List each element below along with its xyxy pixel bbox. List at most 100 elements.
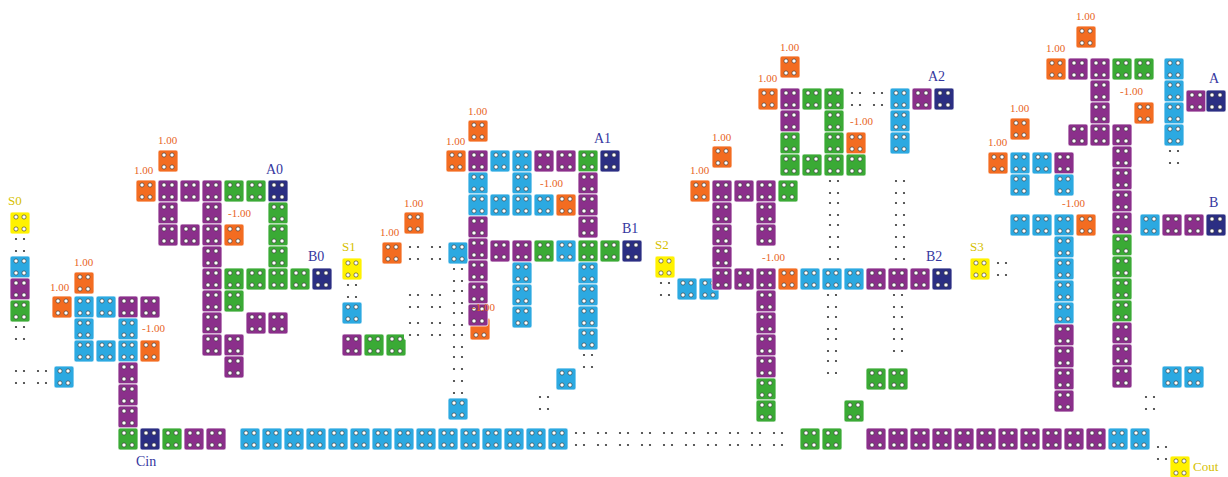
cell-dot [1120, 443, 1124, 447]
cell-dot [214, 327, 218, 331]
cell-dot [1146, 117, 1150, 121]
qca-cell [52, 296, 72, 318]
cell-dot [878, 383, 882, 387]
cell-value: -1.00 [1120, 86, 1143, 97]
cell-dot [590, 197, 594, 201]
cell-dot [768, 271, 772, 275]
qca-cell [1112, 344, 1132, 366]
qca-cell [800, 428, 820, 450]
cell-body [118, 340, 138, 362]
cell-dot [878, 431, 882, 435]
cell-dot [1076, 443, 1080, 447]
signal-name: A2 [928, 70, 945, 84]
qca-cell [262, 428, 282, 450]
cell-dot [472, 153, 476, 157]
cell-dot [130, 443, 134, 447]
cell-dot [1198, 93, 1202, 97]
cell-dot [280, 315, 284, 319]
signal-name: S2 [655, 238, 669, 251]
cell-dot [568, 371, 572, 375]
cell-body [1162, 214, 1182, 236]
cell-dot [1146, 105, 1150, 109]
cell-dot [582, 255, 586, 259]
cell-dot [122, 431, 126, 435]
cell-dot [870, 283, 874, 287]
cell-dot [1058, 295, 1062, 299]
cell-dot [1116, 193, 1120, 197]
cell-dot [280, 249, 284, 253]
cell-dot [218, 431, 222, 435]
qca-cell [1184, 214, 1204, 236]
cell-dot [1124, 303, 1128, 307]
cell-dot [376, 431, 380, 435]
cell-body [1164, 80, 1184, 102]
cell-body [118, 296, 138, 318]
cell-body [910, 268, 930, 290]
qca-cell [822, 428, 842, 450]
cell-dot [988, 443, 992, 447]
cell-dot [881, 104, 883, 106]
cell-body [556, 368, 576, 390]
cell-dot [206, 283, 210, 287]
cell-body [382, 242, 402, 264]
cell-dot [902, 103, 906, 107]
cell-body [768, 428, 788, 450]
cell-dot [494, 153, 498, 157]
cell-dot [759, 432, 761, 434]
cell-dot [272, 283, 276, 287]
cell-dot [78, 355, 82, 359]
cell-dot [347, 296, 349, 298]
cell-dot [294, 283, 298, 287]
cell-dot [1005, 262, 1007, 264]
cell-body [224, 356, 244, 378]
cell-dot [812, 443, 816, 447]
cell-dot [100, 343, 104, 347]
cell-dot [170, 227, 174, 231]
cell-dot [804, 283, 808, 287]
qca-cell [1164, 124, 1184, 146]
cell-body [10, 256, 30, 278]
cell-dot [384, 431, 388, 435]
cell-dot [870, 443, 874, 447]
cell-dot [78, 311, 82, 315]
cell-dot [100, 355, 104, 359]
cell-dot [892, 283, 896, 287]
qca-cell [846, 88, 866, 110]
cell-dot [716, 261, 720, 265]
cell-dot [1058, 61, 1062, 65]
cell-dot [590, 219, 594, 223]
signal-name: B2 [926, 250, 942, 264]
cell-dot [1024, 443, 1028, 447]
cell-dot [1094, 127, 1098, 131]
cell-dot [1182, 471, 1186, 475]
qca-cell [1054, 368, 1074, 390]
qca-cell [10, 256, 30, 278]
cell-body [1112, 344, 1132, 366]
qca-cell [32, 366, 52, 388]
qca-cell [224, 224, 244, 246]
cell-value: 1.00 [50, 282, 69, 293]
qca-cell [1054, 346, 1074, 368]
cell-dot [1124, 315, 1128, 319]
cell-body [468, 172, 488, 194]
cell-dot [762, 103, 766, 107]
cell-dot [174, 431, 178, 435]
cell-dot [170, 195, 174, 199]
cell-dot [417, 334, 419, 336]
cell-dot [546, 255, 550, 259]
cell-dot [829, 258, 831, 260]
cell-dot [162, 239, 166, 243]
cell-dot [390, 349, 394, 353]
qca-cell [468, 120, 488, 142]
qca-cell [534, 392, 554, 414]
cell-dot [376, 349, 380, 353]
cell-dot [681, 281, 685, 285]
cell-body [822, 290, 842, 312]
qca-cell [778, 268, 798, 290]
qca-cell [504, 428, 524, 450]
qca-cell [404, 290, 424, 312]
cell-dot [1188, 369, 1192, 373]
qca-cell [328, 428, 348, 450]
cell-dot [1080, 73, 1084, 77]
cell-dot [214, 261, 218, 265]
